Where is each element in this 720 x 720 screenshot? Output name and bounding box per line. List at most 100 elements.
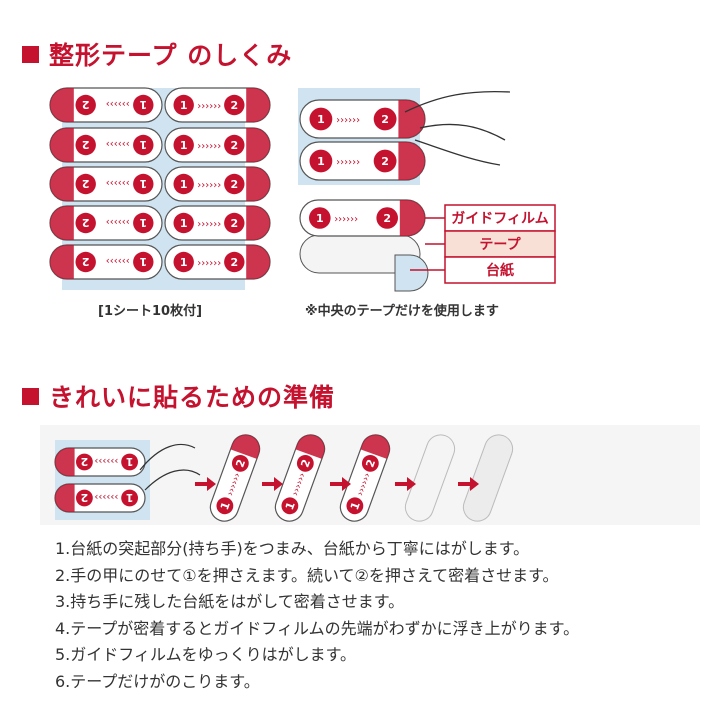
step-item: 3.持ち手に残した台紙をはがして密着させます。 <box>55 592 405 611</box>
marker-1-label: 1 <box>180 256 188 269</box>
chevrons: ›››››› <box>197 101 221 112</box>
marker-1 <box>173 212 194 234</box>
layer-label: 台紙 <box>486 262 514 279</box>
chevrons: ›››››› <box>197 258 221 269</box>
marker-2-label: 2 <box>230 178 238 191</box>
marker-2-label: 2 <box>82 177 90 190</box>
sheet-caption: [1シート10枚付] <box>98 304 203 319</box>
marker-1-label: 1 <box>139 255 147 268</box>
marker-2 <box>224 251 245 273</box>
tape-strip: 1››››››2 <box>164 87 271 123</box>
tape-strip: 1››››››2 <box>299 99 426 139</box>
tape-strip: 1 ›››››› 2 <box>49 244 163 280</box>
marker-2-label: 2 <box>82 255 90 268</box>
marker-1 <box>216 497 234 515</box>
marker-1-label: 1 <box>180 139 188 152</box>
tape-strip: 1››››››2 <box>209 434 261 522</box>
marker-2 <box>376 207 398 229</box>
marker-1 <box>309 107 333 131</box>
step-item: 5.ガイドフィルムをゆっくりはがします。 <box>55 645 357 664</box>
marker-1-label: 1 <box>283 500 298 512</box>
arrow-right-icon <box>195 477 216 491</box>
tape-strip: 1 ›››››› 2 <box>49 87 163 123</box>
layer-label-box <box>444 256 556 284</box>
marker-2-label: 2 <box>381 155 389 168</box>
tape-step-3: 1››››››2 <box>274 434 326 522</box>
marker-2-label: 2 <box>233 458 248 470</box>
marker-1-label: 1 <box>180 217 188 230</box>
marker-1 <box>133 251 154 273</box>
marker-1 <box>309 149 333 173</box>
tape-strip: 1 ›››››› 2 <box>164 166 271 202</box>
step-item: 1.台紙の突起部分(持ち手)をつまみ、台紙から丁寧にはがします。 <box>55 539 530 558</box>
marker-2 <box>373 107 397 131</box>
tape-strip: 1››››››2 <box>164 127 271 163</box>
marker-2-label: 2 <box>82 98 90 111</box>
chevrons: ›››››› <box>334 214 358 225</box>
section-heading-preparation: きれいに貼るための準備 <box>22 378 335 414</box>
marker-2-label: 2 <box>230 139 238 152</box>
marker-1-label: 1 <box>139 216 147 229</box>
marker-1 <box>121 453 138 471</box>
marker-1-label: 1 <box>218 500 233 512</box>
layer-label: ガイドフィルム <box>451 211 548 227</box>
chevrons: ›››››› <box>336 115 360 126</box>
arrow-right-icon <box>395 477 416 491</box>
tape-result <box>404 434 456 522</box>
marker-1-label: 1 <box>180 178 188 191</box>
arrow-right-icon <box>330 477 351 491</box>
chevrons: ›››››› <box>197 180 221 191</box>
section-title: 整形テープ のしくみ <box>49 41 293 70</box>
tape-strip: 1››››››2 <box>49 166 163 202</box>
arrow-right-icon <box>262 477 283 491</box>
tape-strip: 1››››››2 <box>299 141 426 181</box>
chevrons: ›››››› <box>106 98 130 109</box>
marker-1 <box>281 497 299 515</box>
arrow-right-icon <box>458 477 479 491</box>
tape-strip: 1››››››2 <box>54 447 146 477</box>
marker-2-label: 2 <box>81 455 89 468</box>
chevrons: ›››››› <box>94 491 118 502</box>
marker-1-label: 1 <box>139 98 147 111</box>
marker-2 <box>373 149 397 173</box>
section-heading-mechanism: 整形テープ のしくみ <box>22 36 292 72</box>
marker-1 <box>133 134 154 156</box>
marker-1 <box>173 134 194 156</box>
marker-2-label: 2 <box>363 458 378 470</box>
marker-2 <box>76 453 93 471</box>
step-item: 6.テープだけがのこります。 <box>55 671 260 691</box>
marker-1 <box>133 212 154 234</box>
marker-2 <box>75 94 96 116</box>
tape-strip: 1››››››2 <box>274 434 326 522</box>
marker-2-label: 2 <box>230 217 238 230</box>
marker-2 <box>75 173 96 195</box>
chevrons: ›››››› <box>106 255 130 266</box>
marker-2 <box>231 454 249 472</box>
marker-2 <box>224 212 245 234</box>
marker-1 <box>133 94 154 116</box>
marker-1-label: 1 <box>317 113 325 126</box>
chevrons: ›››››› <box>94 455 118 466</box>
step-item: 4.テープが密着するとガイドフィルムの先端がわずかに浮き上がります。 <box>55 618 580 638</box>
marker-2 <box>75 134 96 156</box>
marker-1-label: 1 <box>139 177 147 190</box>
marker-1-label: 1 <box>348 500 363 512</box>
tape-step-2: 1››››››2 <box>209 434 261 522</box>
step-item: 2.手の甲にのせて①を押さえます。続いて②を押さえて密着させます。 <box>55 565 559 585</box>
heading-square-icon <box>22 387 39 405</box>
marker-2-label: 2 <box>298 458 313 470</box>
marker-2-label: 2 <box>82 216 90 229</box>
marker-2-label: 2 <box>230 256 238 269</box>
marker-2-label: 2 <box>230 99 238 112</box>
tape-strip: 1 ›››››› 2 <box>164 244 271 280</box>
hand-icon <box>139 443 201 491</box>
marker-1-label: 1 <box>126 491 134 504</box>
chevrons: ›››››› <box>197 219 221 230</box>
section-title: きれいに貼るための準備 <box>49 383 336 412</box>
heading-square-icon <box>22 45 39 63</box>
marker-1-label: 1 <box>139 138 147 151</box>
marker-1 <box>133 173 154 195</box>
marker-1-label: 1 <box>316 212 324 225</box>
